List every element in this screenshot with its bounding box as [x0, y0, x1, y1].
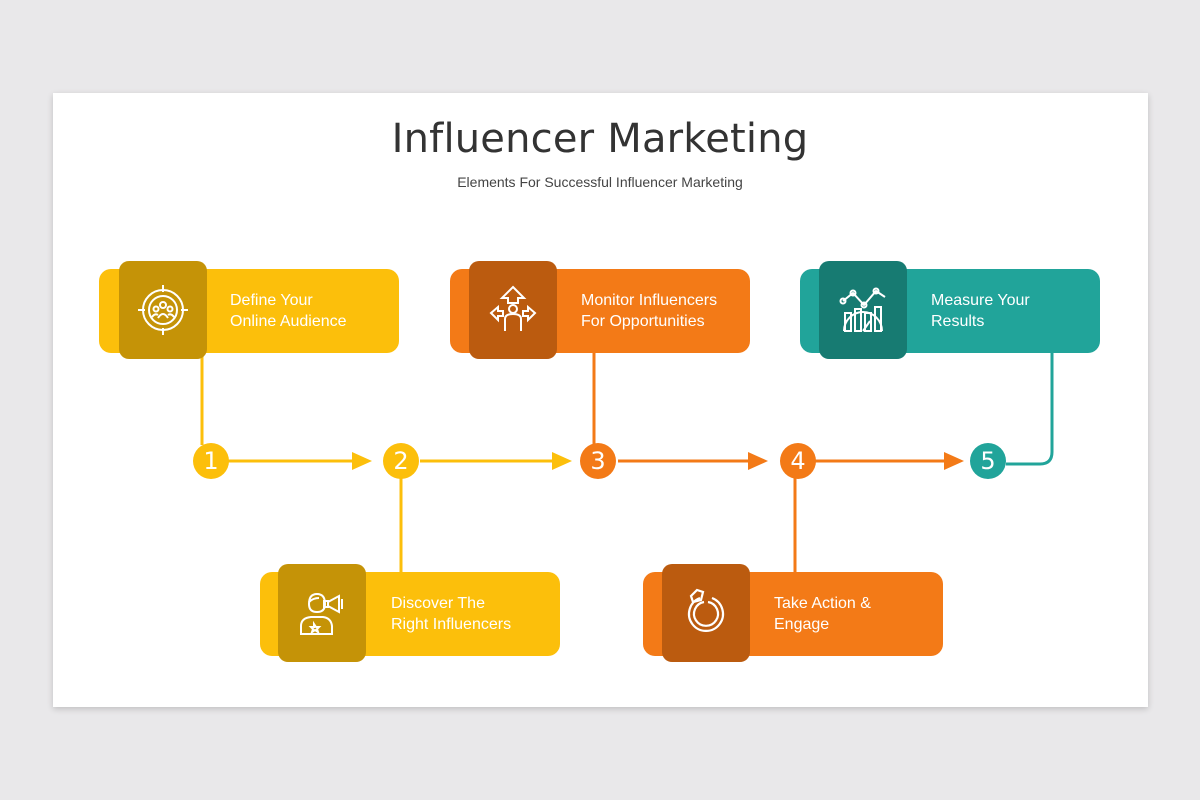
step-label-1: Define Your Online Audience: [230, 290, 390, 332]
step-node-1: 1: [193, 443, 229, 479]
step-label-4-line1: Take Action &: [774, 595, 871, 612]
arrowhead-4-5: [944, 452, 964, 470]
step-label-3-line1: Monitor Influencers: [581, 292, 718, 309]
step-label-3: Monitor Influencers For Opportunities: [581, 290, 741, 332]
person-arrows-icon: [489, 285, 537, 331]
step-label-1-line1: Define Your: [230, 292, 313, 309]
step-icon-tile-1: [119, 261, 207, 359]
slide-canvas: [53, 93, 1148, 707]
step-icon-tile-5: [819, 261, 907, 359]
cycle-arrow-icon: [687, 588, 725, 633]
step-label-5-line1: Measure Your: [931, 292, 1030, 309]
page-subtitle: Elements For Successful Influencer Marke…: [457, 174, 743, 190]
step-icon-tile-2: [278, 564, 366, 662]
arrowhead-2-3: [552, 452, 572, 470]
step-label-4: Take Action & Engage: [774, 593, 934, 635]
target-audience-icon: [138, 285, 188, 335]
influencer-megaphone-icon: [300, 592, 343, 635]
step-label-4-line2: Engage: [774, 616, 830, 633]
step-label-1-line2: Online Audience: [230, 313, 347, 330]
connector-5: [1006, 352, 1054, 466]
step-node-4: 4: [780, 443, 816, 479]
step-label-3-line2: For Opportunities: [581, 313, 705, 330]
step-node-2: 2: [383, 443, 419, 479]
step-label-5: Measure Your Results: [931, 290, 1091, 332]
step-label-2: Discover The Right Influencers: [391, 593, 551, 635]
analytics-gauge-icon: [839, 287, 886, 332]
step-label-5-line2: Results: [931, 313, 985, 330]
arrowhead-1-2: [352, 452, 372, 470]
step-icon-tile-4: [662, 564, 750, 662]
step-label-2-line1: Discover The: [391, 595, 485, 612]
step-label-2-line2: Right Influencers: [391, 616, 512, 633]
arrowhead-3-4: [748, 452, 768, 470]
step-node-3: 3: [580, 443, 616, 479]
step-icon-tile-3: [469, 261, 557, 359]
step-node-5: 5: [970, 443, 1006, 479]
page-title: Influencer Marketing: [391, 116, 809, 162]
